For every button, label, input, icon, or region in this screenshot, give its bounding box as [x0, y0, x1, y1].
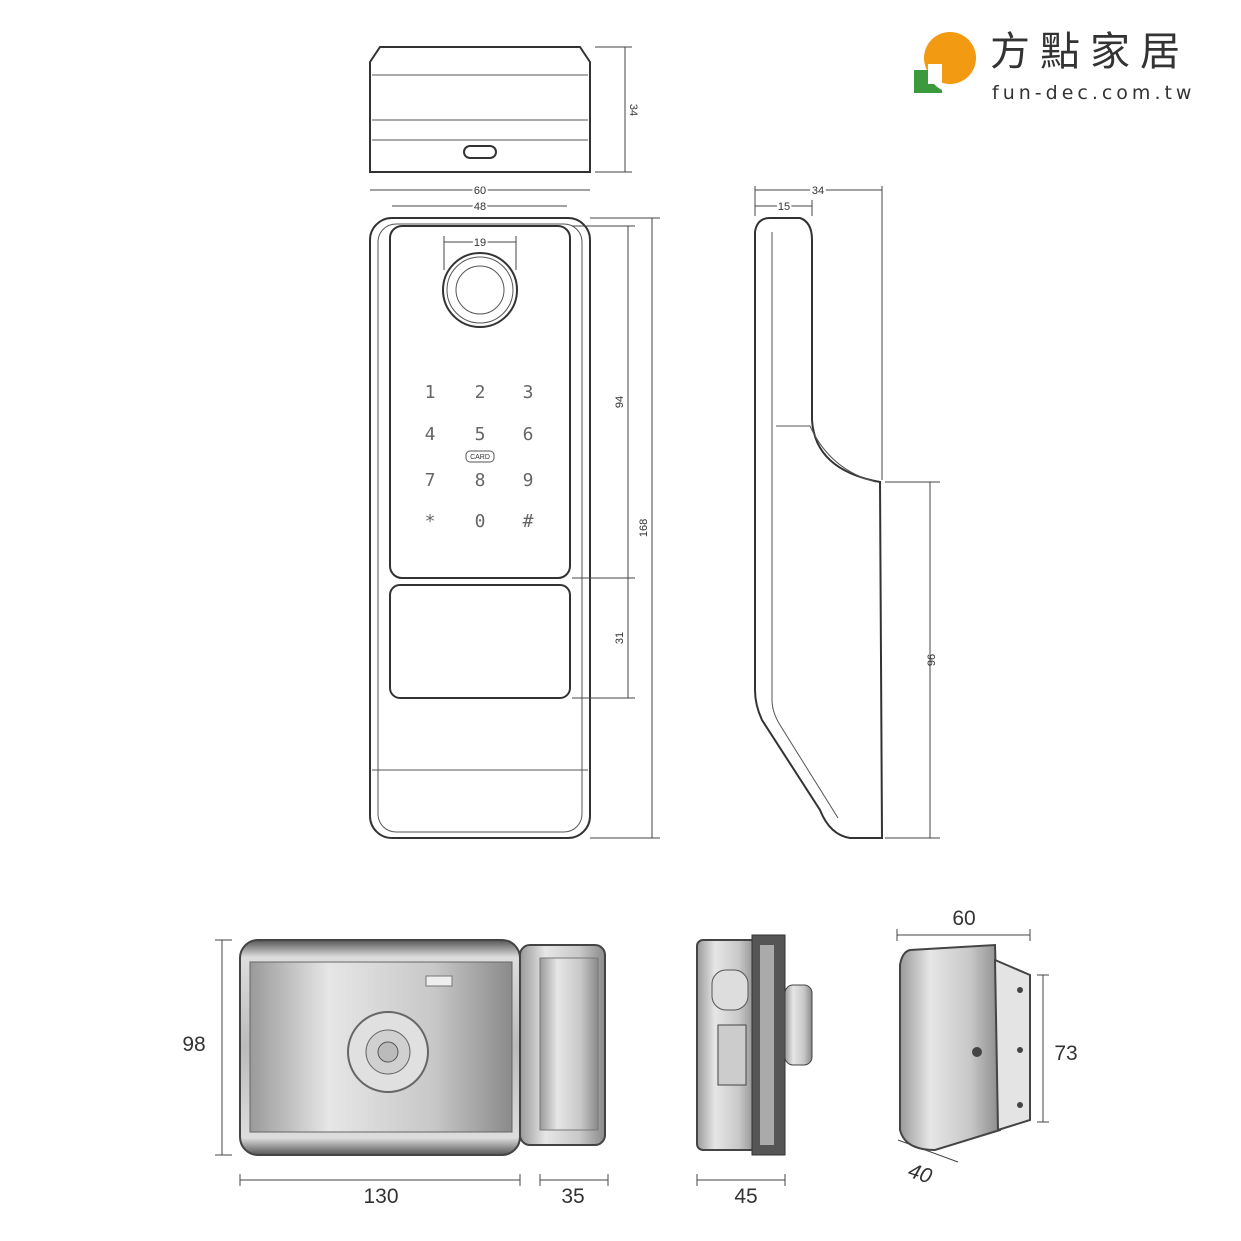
- front-view: 19 1 2 3 4 5 6 7 8 9 * 0 # CARD 94 31 16…: [369, 217, 660, 839]
- dim-rimlock-body-width: 130: [363, 1185, 398, 1208]
- side-view: 34 15 96: [754, 183, 940, 839]
- key-6: 6: [523, 424, 534, 445]
- dim-rimlock-side-width: 45: [734, 1185, 757, 1208]
- dim-bracket-depth: 40: [905, 1159, 935, 1188]
- rim-lock-side: 45: [696, 934, 813, 1208]
- dim-side-depth: 34: [812, 185, 824, 197]
- dim-side-lower-height: 96: [926, 654, 938, 666]
- key-7: 7: [425, 470, 436, 491]
- key-4: 4: [425, 424, 436, 445]
- dim-top-width-outer: 60: [474, 185, 486, 197]
- brand-logo: 方點家居 fun-dec.com.tw: [912, 28, 1222, 108]
- key-5: 5: [475, 424, 486, 445]
- dim-bracket-height: 73: [1054, 1042, 1077, 1065]
- key-8: 8: [475, 470, 486, 491]
- dim-rimlock-bolt-width: 35: [561, 1185, 584, 1208]
- brand-name: 方點家居: [990, 29, 1190, 75]
- key-2: 2: [475, 382, 486, 403]
- dim-side-top-depth: 15: [778, 201, 790, 213]
- rim-lock-front: 98 130 35: [182, 939, 609, 1208]
- dim-rimlock-height: 98: [182, 1033, 205, 1056]
- dim-total-height: 168: [638, 519, 650, 537]
- fingerprint-sensor-icon: [442, 252, 518, 328]
- key-3: 3: [523, 382, 534, 403]
- card-label: CARD: [470, 454, 490, 461]
- strike-bracket: 60 73 40: [896, 907, 1078, 1188]
- dim-bracket-width: 60: [952, 907, 975, 930]
- dim-fingerprint: 19: [474, 237, 486, 249]
- key-0: 0: [475, 511, 486, 532]
- dim-top-width-inner: 48: [474, 201, 486, 213]
- key-9: 9: [523, 470, 534, 491]
- top-view: 34 60 48: [369, 46, 639, 215]
- key-hash: #: [523, 511, 534, 532]
- key-1: 1: [425, 382, 436, 403]
- dim-handle-height: 31: [614, 632, 626, 644]
- brand-url: fun-dec.com.tw: [992, 82, 1196, 104]
- keypad: 1 2 3 4 5 6 7 8 9 * 0 # CARD: [425, 382, 534, 532]
- dim-panel-height: 94: [614, 396, 626, 408]
- key-star: *: [425, 511, 436, 532]
- logo-mark-icon: [914, 32, 976, 93]
- dim-top-depth: 34: [627, 104, 639, 116]
